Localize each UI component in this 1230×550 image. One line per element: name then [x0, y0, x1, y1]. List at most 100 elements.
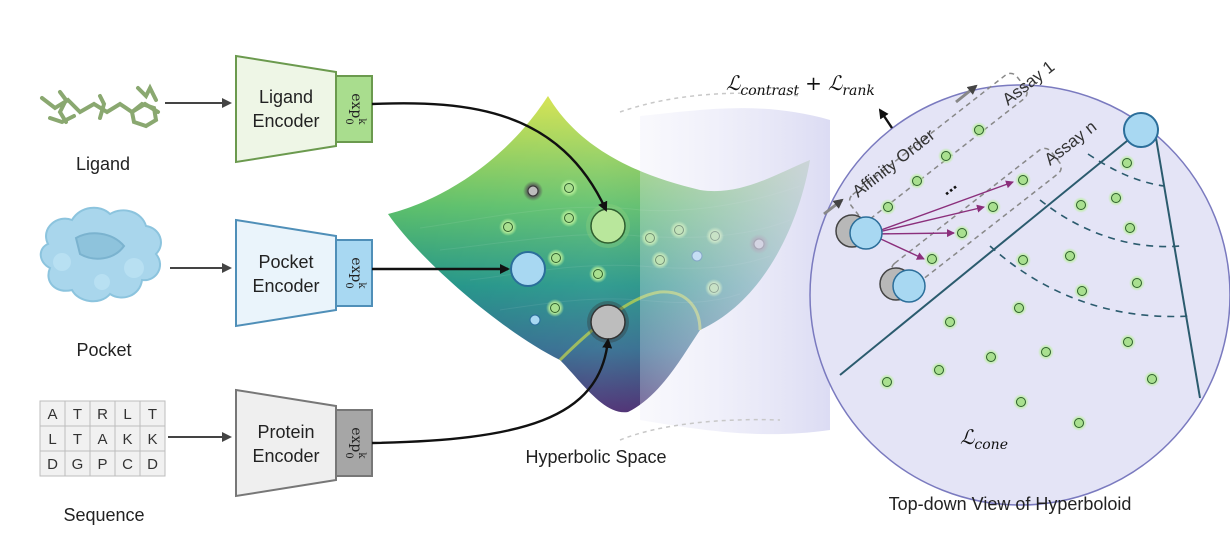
exp-sub: 0	[343, 452, 354, 458]
disk-ligand-point	[1125, 223, 1135, 233]
sequence-residue: T	[148, 406, 157, 423]
disk-ligand-point	[1018, 175, 1028, 185]
pocket-point	[529, 314, 541, 326]
exp-sup: k	[356, 118, 367, 125]
pocket-surface-icon	[39, 206, 162, 303]
ligand-exp-map-box	[335, 75, 373, 143]
disk-boundary	[809, 84, 1230, 506]
exp-sup: k	[356, 452, 367, 459]
sequence-cell	[114, 450, 141, 477]
ligand-point	[550, 303, 560, 313]
disk-ligand-point	[1041, 347, 1051, 357]
sequence-residue: K	[147, 431, 157, 448]
ligand-embed-arrow	[371, 102, 608, 212]
disk-ligand-point	[957, 228, 967, 238]
svg-text:expk0: expk0	[343, 93, 367, 125]
ligand-input: Ligand	[40, 83, 160, 174]
ligand-exp-label: expk0	[343, 93, 367, 125]
ligand-point	[564, 183, 574, 193]
protein-pocket-anchor-1	[835, 214, 883, 250]
ranking-arrow	[869, 229, 955, 238]
loss-top: ℒcontrast+ℒrank	[726, 71, 875, 99]
disk-ligand-point	[1077, 286, 1087, 296]
cone-edge-right	[1154, 131, 1201, 399]
ranking-arrow	[869, 204, 985, 235]
ligand-encoder: Ligand Encoder expk0	[235, 54, 373, 164]
disk-ligand-point	[927, 254, 937, 264]
sequence-cell	[139, 450, 166, 477]
exp-sub: 0	[343, 118, 354, 124]
disk-ligand-point	[1076, 200, 1086, 210]
ligand-embedding	[590, 208, 626, 244]
ligand-label: Ligand	[76, 154, 130, 174]
beam-edge-top	[619, 92, 801, 113]
disk-ligand-point	[1074, 418, 1084, 428]
exp-base: exp	[348, 257, 364, 282]
disk-ligand-point	[974, 125, 984, 135]
ranking-arrow	[869, 180, 1014, 235]
sequence-residue: G	[72, 456, 84, 473]
sequence-residue: T	[73, 406, 82, 423]
sequence-residue: K	[122, 431, 132, 448]
hyperboloid-title: Top-down View of Hyperboloid	[889, 494, 1132, 514]
protein-point	[527, 185, 539, 197]
sequence-residue: P	[97, 456, 107, 473]
pocket-label: Pocket	[76, 340, 131, 360]
sequence-cell	[64, 450, 91, 477]
hyperboloid-disk: Affinity Order Assay 1 Assay n ... ℒcont…	[726, 57, 1230, 506]
pocket-exp-map-box	[335, 239, 373, 307]
beam-edge-bottom	[619, 418, 781, 441]
pocket-encoder-line1: Pocket	[258, 252, 313, 272]
disk-embedding-points	[879, 122, 1160, 431]
svg-text:expk0: expk0	[343, 257, 367, 289]
protein-exp-map-box	[335, 409, 373, 477]
protein-embed-arrow	[371, 338, 613, 445]
disk-ligand-point	[1147, 374, 1157, 384]
disk-ligand-point	[934, 365, 944, 375]
sequence-residue: L	[48, 431, 56, 448]
disk-ligand-point	[1014, 303, 1024, 313]
exp-sup: k	[356, 282, 367, 289]
affinity-arrow-right	[955, 84, 978, 104]
disk-ligand-point	[1065, 251, 1075, 261]
ligand-encoder-line1: Ligand	[259, 87, 313, 107]
disk-ligand-point	[1111, 193, 1121, 203]
disk-ligand-point	[986, 352, 996, 362]
sequence-cell	[89, 450, 116, 477]
sequence-cell	[139, 425, 166, 452]
disk-ligand-point	[912, 176, 922, 186]
projection-beam	[640, 108, 830, 435]
loss-plus: +	[805, 71, 822, 95]
exp-base: exp	[348, 427, 364, 452]
disk-ligand-point	[1016, 397, 1026, 407]
sequence-residue: A	[47, 406, 57, 423]
exp-sub: 0	[343, 282, 354, 288]
ligand-point	[551, 253, 561, 263]
disk-ligand-point	[945, 317, 955, 327]
protein-encoder-line2: Encoder	[252, 446, 319, 466]
pocket-encoder-line2: Encoder	[252, 276, 319, 296]
sequence-label: Sequence	[63, 505, 144, 525]
pocket-embedding	[510, 251, 546, 287]
disk-ligand-point	[1122, 158, 1132, 168]
ligand-point	[593, 269, 603, 279]
disk-ligand-point	[882, 377, 892, 387]
protein-exp-label: expk0	[343, 427, 367, 459]
loss-rank-sub: rank	[842, 83, 875, 99]
sequence-cell	[89, 425, 116, 452]
sequence-residue: C	[122, 456, 133, 473]
loss-cone-sub: cone	[974, 437, 1008, 453]
disk-ligand-point	[988, 202, 998, 212]
protein-encoder: Protein Encoder expk0	[235, 388, 373, 498]
hyperbolic-space-title: Hyperbolic Space	[525, 447, 666, 467]
cone-edge-left	[839, 131, 1139, 376]
protein-embedding	[590, 304, 626, 340]
protein-pocket-anchor-2	[879, 267, 926, 303]
exp-base: exp	[348, 93, 364, 118]
pocket-encoder: Pocket Encoder expk0	[235, 218, 373, 328]
disk-ligand-point	[941, 151, 951, 161]
disk-ligand-point	[1132, 278, 1142, 288]
